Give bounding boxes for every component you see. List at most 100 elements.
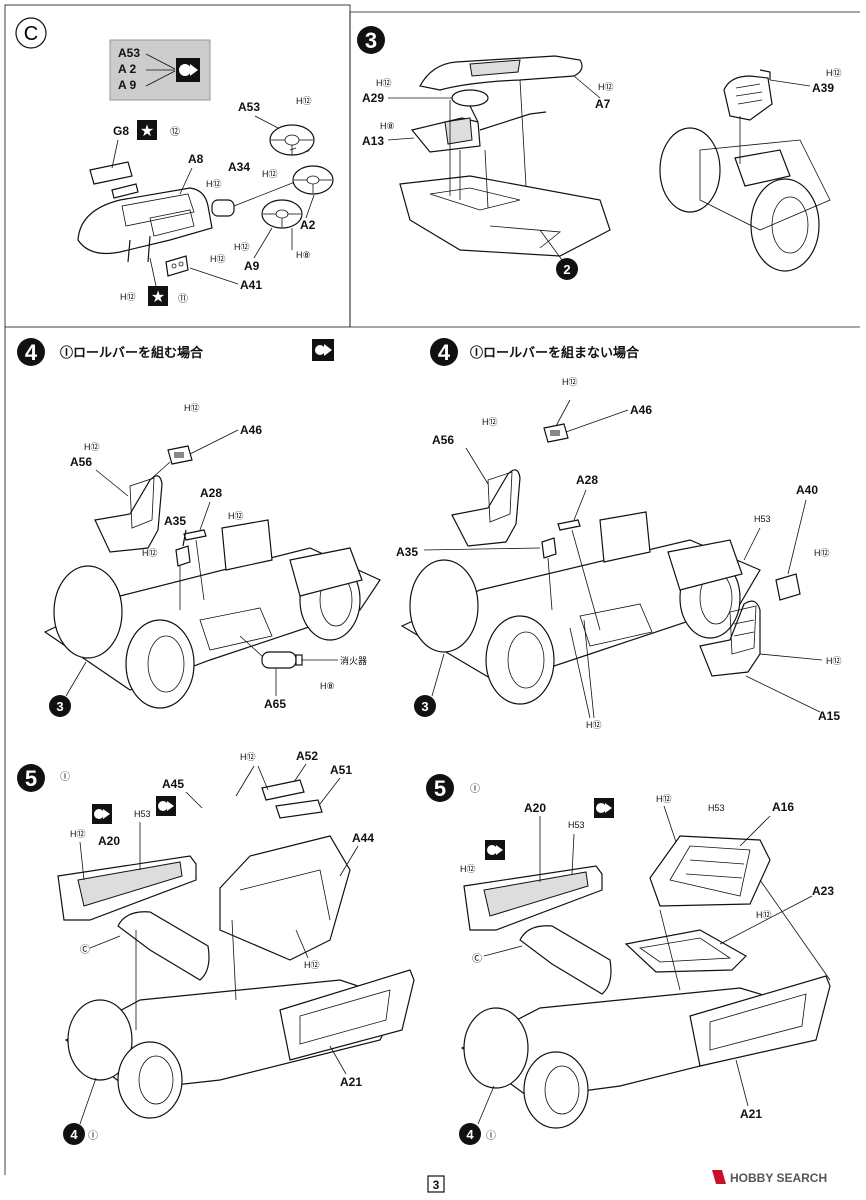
label-a39-color: H⑫ <box>826 68 842 78</box>
part-a44 <box>219 835 351 961</box>
label-a56: A56 <box>70 455 92 469</box>
label-a13-color: H⑧ <box>380 121 395 131</box>
step-4-without-rollbar: 4 Ⓘロールバーを組まない場合 H⑫ A56 H⑫ A46 <box>396 338 842 730</box>
page-number: 3 <box>433 1178 440 1192</box>
step-3-badge <box>357 26 385 54</box>
part-a28 <box>183 529 207 541</box>
ref-4-number-b: 4 <box>466 1127 474 1142</box>
label-a8-color: H⑫ <box>206 179 222 189</box>
note-label-a9: A 9 <box>118 78 137 92</box>
part-c-dashboard-b <box>519 925 612 995</box>
label-a20-h53: H53 <box>134 809 151 819</box>
step-3: 3 H⑫ A7 H⑫ A29 H⑧ A13 <box>349 11 860 328</box>
part-a46-headrest <box>167 445 193 465</box>
part-a9-wheel <box>261 199 303 229</box>
part-a35-lever-b <box>541 537 557 559</box>
label-a29: A29 <box>362 91 384 105</box>
part-chassis-step4b <box>400 511 761 705</box>
ref-3-badge-b <box>414 695 436 717</box>
part-a28-b <box>557 519 581 531</box>
part-a41-panel <box>165 255 189 277</box>
section-c-badge <box>15 17 47 49</box>
label-a65: A65 <box>264 697 286 711</box>
part-c-dashboard <box>117 911 210 981</box>
part-a8-dashboard <box>77 187 213 263</box>
glue-icon-step5a-1 <box>92 804 112 824</box>
label-a41: A41 <box>240 278 262 292</box>
part-a40 <box>775 573 801 601</box>
label-a15: A15 <box>818 709 840 723</box>
step-4b-number: 4 <box>438 340 451 365</box>
label-a9-color: H⑫ <box>234 242 250 252</box>
label-a44-color: H⑫ <box>304 960 320 970</box>
label-a28b: A28 <box>576 473 598 487</box>
ref-2-number: 2 <box>563 262 570 277</box>
part-a65-extinguisher <box>261 651 303 669</box>
part-a16-rear-seat <box>649 835 771 907</box>
label-a46-color: H⑫ <box>184 403 200 413</box>
part-a20-panel-b <box>463 865 603 931</box>
part-a46-headrest-b <box>543 423 569 443</box>
part-a13 <box>410 111 547 153</box>
label-a46b: A46 <box>630 403 652 417</box>
step-4a-title: Ⓘロールバーを組む場合 <box>60 345 204 361</box>
step-5b-number: 5 <box>434 776 446 801</box>
label-a53-color: H⑫ <box>296 96 312 106</box>
label-a44: A44 <box>352 831 374 845</box>
label-a8: A8 <box>188 152 204 166</box>
part-a56-seat-b <box>451 469 521 547</box>
part-g8-decal <box>89 161 133 185</box>
step-5b-badge <box>426 774 454 802</box>
label-a29-color: H⑫ <box>376 78 392 88</box>
part-a52 <box>261 779 305 801</box>
paint-code-12: ⑫ <box>170 126 180 138</box>
label-a16: A16 <box>772 800 794 814</box>
label-a35-color: H⑫ <box>142 548 158 558</box>
label-a28-color: H⑫ <box>228 511 244 521</box>
ref-4-number-a: 4 <box>70 1127 78 1142</box>
glue-icon <box>176 58 200 82</box>
label-a16-color: H⑫ <box>656 794 672 804</box>
glue-icon-step5b-1 <box>594 798 614 818</box>
ref-3-number-a: 3 <box>56 699 63 714</box>
paint-code-11: ⑪ <box>178 293 188 305</box>
label-a35b: A35 <box>396 545 418 559</box>
part-a15-seat <box>699 600 761 677</box>
step-5a-number: 5 <box>25 766 37 791</box>
part-a53-wheel <box>269 124 315 156</box>
label-a20b-color: H⑫ <box>460 864 476 874</box>
label-a56b: A56 <box>432 433 454 447</box>
label-a16-h53: H53 <box>708 803 725 813</box>
label-g8: G8 <box>113 124 129 138</box>
part-a56-seat <box>94 475 163 553</box>
hobby-search-logo: HOBBY SEARCH <box>712 1170 827 1185</box>
label-a23: A23 <box>812 884 834 898</box>
section-c-letter: C <box>24 23 38 45</box>
label-a9-color-2: H⑧ <box>296 250 311 260</box>
step-5-without-rollbar: 5 Ⓘ A20 H⑫ H53 H⑫ H53 A16 <box>426 774 834 1145</box>
part-note-box: A53 A 2 A 9 <box>109 39 211 101</box>
ref-4-sub-b: Ⓘ <box>486 1130 496 1142</box>
label-a40-color: H⑫ <box>814 548 830 558</box>
label-a51: A51 <box>330 763 352 777</box>
star-paint-icon-2: ★ <box>148 286 168 306</box>
label-bottom-color: H⑫ <box>120 292 136 302</box>
label-a65-color: H⑧ <box>320 681 335 691</box>
label-a28: A28 <box>200 486 222 500</box>
step-4-with-rollbar: 4 Ⓘロールバーを組む場合 H⑫ A56 <box>4 327 381 1175</box>
label-c-ref-a: Ⓒ <box>80 944 90 956</box>
part-a35-lever <box>175 529 191 567</box>
label-a53: A53 <box>238 100 260 114</box>
step-4a-number: 4 <box>25 340 38 365</box>
label-a56-color: H⑫ <box>84 442 100 452</box>
label-c-ref-b: Ⓒ <box>472 953 482 965</box>
part-chassis-step4a <box>43 519 381 709</box>
part-floor-pan <box>399 175 611 257</box>
label-a20b-h53: H53 <box>568 820 585 830</box>
glue-icon-step5b-2 <box>485 840 505 860</box>
label-a7-color: H⑫ <box>598 82 614 92</box>
glue-icon-step4 <box>312 339 334 361</box>
label-a20b: A20 <box>524 801 546 815</box>
part-a2-wheel <box>292 165 334 195</box>
label-a45: A45 <box>162 777 184 791</box>
